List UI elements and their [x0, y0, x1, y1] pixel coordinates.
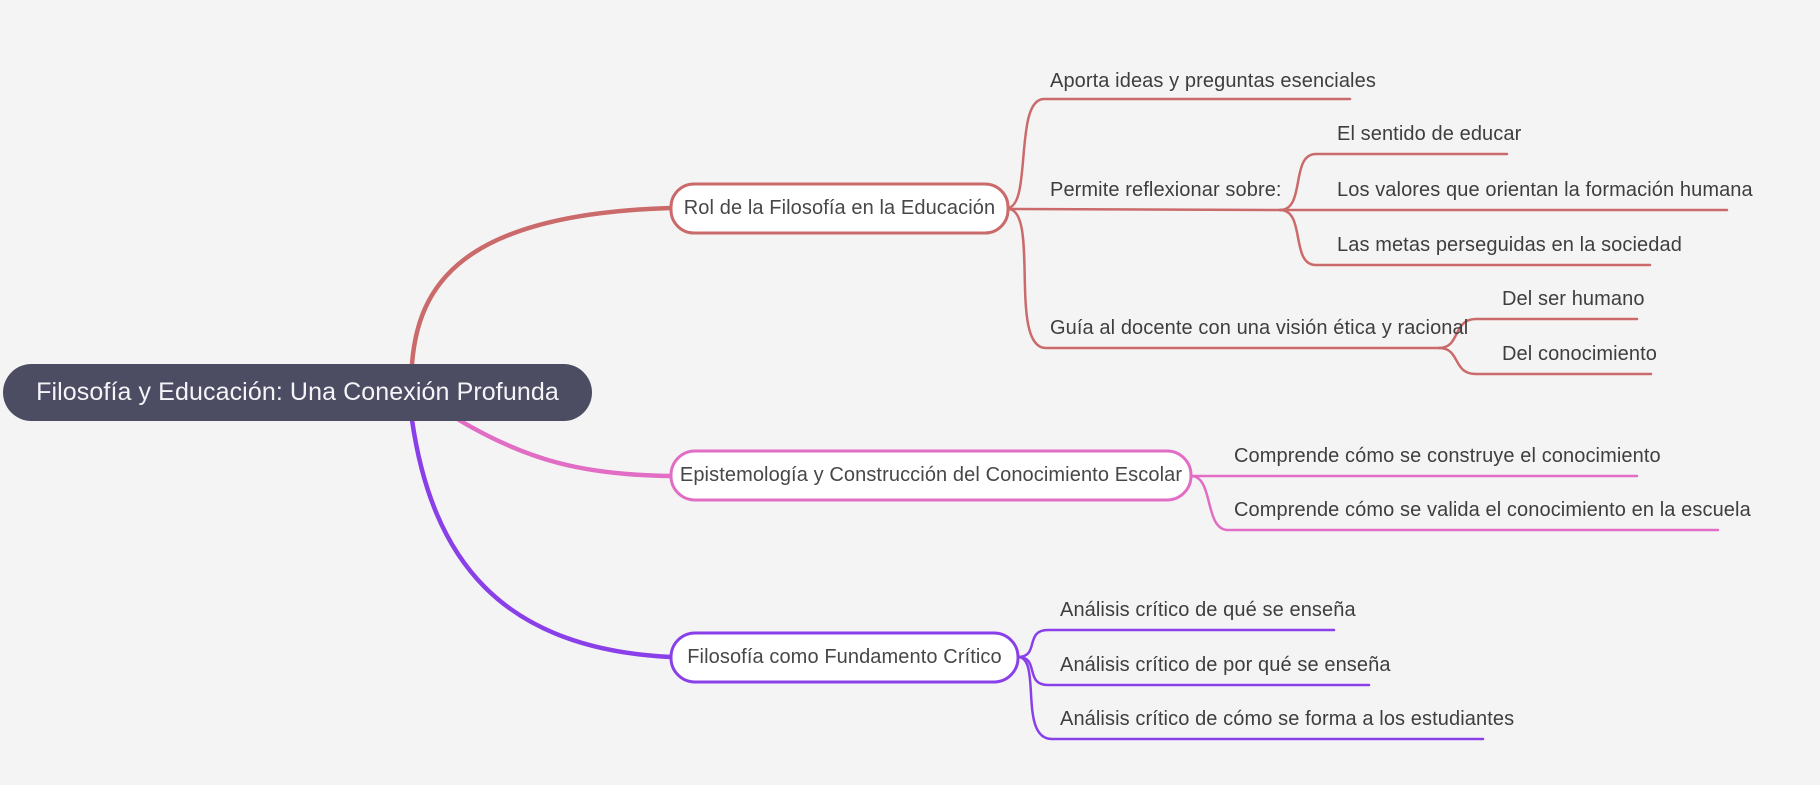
leaf-aporta-ideas[interactable]: Aporta ideas y preguntas esenciales: [1050, 70, 1376, 92]
branch-node-shape-epistemologia[interactable]: [669, 449, 1193, 502]
link-root-to-fundamento: [409, 417, 674, 660]
leaf-los-valores[interactable]: Los valores que orientan la formación hu…: [1337, 179, 1753, 201]
link-analisis-como: [1016, 655, 1485, 741]
branch-node-shape-fundamento[interactable]: [669, 631, 1020, 684]
link-del-conocimiento: [1437, 346, 1653, 376]
branch-label-epistemologia[interactable]: Epistemología y Construcción del Conocim…: [679, 464, 1183, 486]
link-guia-docente: [1006, 207, 1441, 350]
link-analisis-que: [1016, 628, 1336, 659]
link-el-sentido: [1278, 152, 1509, 212]
link-aporta-ideas: [1006, 97, 1352, 210]
leaf-el-sentido[interactable]: El sentido de educar: [1337, 123, 1522, 145]
leaf-comprende-construye[interactable]: Comprende cómo se construye el conocimie…: [1234, 445, 1661, 467]
root-node-shape[interactable]: [3, 364, 592, 421]
branch-label-rol[interactable]: Rol de la Filosofía en la Educación: [683, 197, 996, 219]
branch-node-shape-rol[interactable]: [669, 182, 1010, 235]
leaf-permite-reflexionar[interactable]: Permite reflexionar sobre:: [1050, 179, 1282, 201]
leaf-las-metas[interactable]: Las metas perseguidas en la sociedad: [1337, 234, 1682, 256]
leaf-analisis-que[interactable]: Análisis crítico de qué se enseña: [1060, 599, 1356, 621]
link-comprende-valida: [1189, 474, 1720, 532]
leaf-del-ser-humano[interactable]: Del ser humano: [1502, 288, 1645, 310]
leaf-comprende-valida[interactable]: Comprende cómo se valida el conocimiento…: [1234, 499, 1751, 521]
leaf-analisis-por-que[interactable]: Análisis crítico de por qué se enseña: [1060, 654, 1391, 676]
root-node-label[interactable]: Filosofía y Educación: Una Conexión Prof…: [36, 378, 559, 406]
leaf-guia-docente[interactable]: Guía al docente con una visión ética y r…: [1050, 317, 1469, 339]
branch-label-fundamento[interactable]: Filosofía como Fundamento Crítico: [687, 646, 1002, 668]
link-las-metas: [1278, 208, 1652, 267]
link-del-ser-humano: [1437, 317, 1639, 350]
link-permite-reflexionar: [1006, 207, 1282, 212]
leaf-del-conocimiento[interactable]: Del conocimiento: [1502, 343, 1658, 365]
leaf-analisis-como[interactable]: Análisis crítico de cómo se forma a los …: [1060, 708, 1515, 730]
link-root-to-rol: [409, 205, 674, 367]
link-root-to-epistemologia: [456, 417, 674, 479]
